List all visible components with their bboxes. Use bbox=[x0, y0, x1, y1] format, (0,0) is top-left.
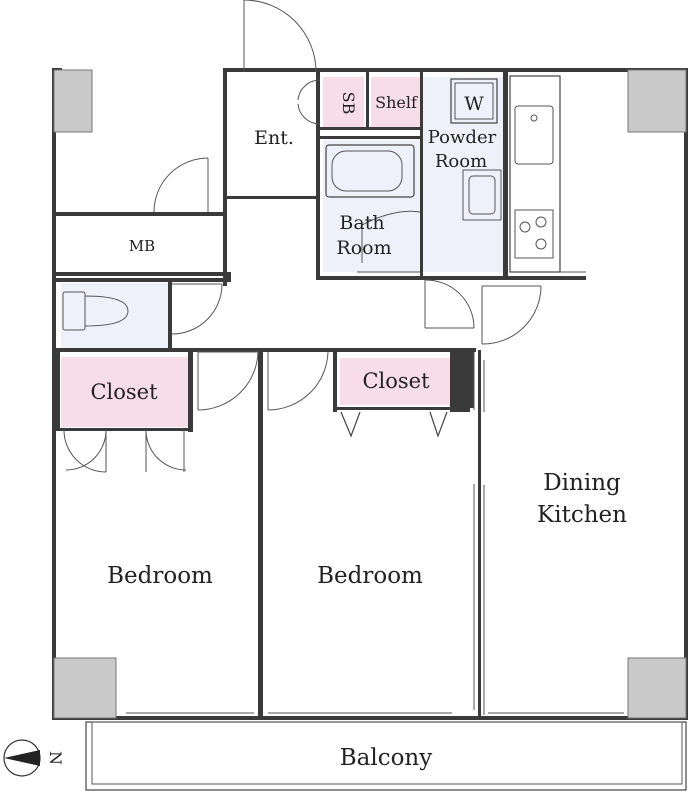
compass-icon bbox=[3, 739, 41, 777]
shelf-fill bbox=[371, 77, 421, 127]
entrance-door[interactable] bbox=[243, 0, 317, 73]
balcony-label: Balcony bbox=[340, 745, 433, 771]
kitchen-door[interactable] bbox=[481, 285, 542, 345]
meter-box-door[interactable] bbox=[153, 157, 209, 213]
stove-icon bbox=[514, 209, 554, 259]
wash-basin-icon bbox=[462, 169, 502, 221]
kitchen-counter bbox=[509, 75, 586, 273]
bathtub-icon bbox=[325, 144, 415, 198]
bedroom-left-label: Bedroom bbox=[107, 563, 213, 589]
shoe-box-fill bbox=[323, 77, 364, 127]
bath-room-label-line-2: Room bbox=[336, 237, 391, 259]
shoe-box-doors[interactable] bbox=[297, 79, 321, 125]
washing-machine-icon bbox=[450, 78, 498, 124]
balcony-outline bbox=[85, 721, 687, 791]
closet-middle-doors[interactable] bbox=[340, 411, 448, 438]
interior-walls bbox=[56, 72, 586, 716]
powder-room-door[interactable] bbox=[424, 279, 475, 329]
closet-middle-label: Closet bbox=[362, 369, 430, 393]
meter-box-label: MB bbox=[129, 237, 155, 255]
shoe-box-label: SB bbox=[339, 92, 358, 115]
entrance-label: Ent. bbox=[254, 127, 294, 149]
bedroom-left-door[interactable] bbox=[197, 351, 259, 411]
compass-north-label: N bbox=[46, 751, 65, 765]
kitchen-sink-icon bbox=[514, 105, 554, 165]
toilet-door[interactable] bbox=[171, 283, 223, 335]
structural-columns bbox=[53, 69, 687, 719]
shelf-label: Shelf bbox=[375, 93, 418, 112]
dining-kitchen-label-line-2: Kitchen bbox=[537, 502, 627, 528]
bedroom-middle-label: Bedroom bbox=[317, 563, 423, 589]
powder-room-label-line-2: Room bbox=[435, 151, 487, 172]
bedroom-middle-door[interactable] bbox=[267, 351, 329, 411]
closet-middle-fill bbox=[340, 358, 450, 405]
toilet-icon bbox=[62, 291, 129, 331]
dining-kitchen-label-line-1: Dining bbox=[543, 470, 621, 496]
sliding-partition[interactable] bbox=[473, 352, 485, 715]
closet-left-fill bbox=[61, 357, 188, 427]
powder-room-label-line-1: Powder bbox=[428, 127, 497, 148]
bath-door[interactable] bbox=[357, 210, 421, 273]
bath-room-fill bbox=[323, 140, 420, 272]
washer-label: W bbox=[464, 93, 484, 115]
bath-room-label-line-1: Bath bbox=[339, 212, 384, 234]
toilet-room-fill bbox=[61, 283, 169, 348]
closet-left-label: Closet bbox=[90, 380, 158, 404]
closet-left-doors[interactable] bbox=[63, 429, 187, 473]
